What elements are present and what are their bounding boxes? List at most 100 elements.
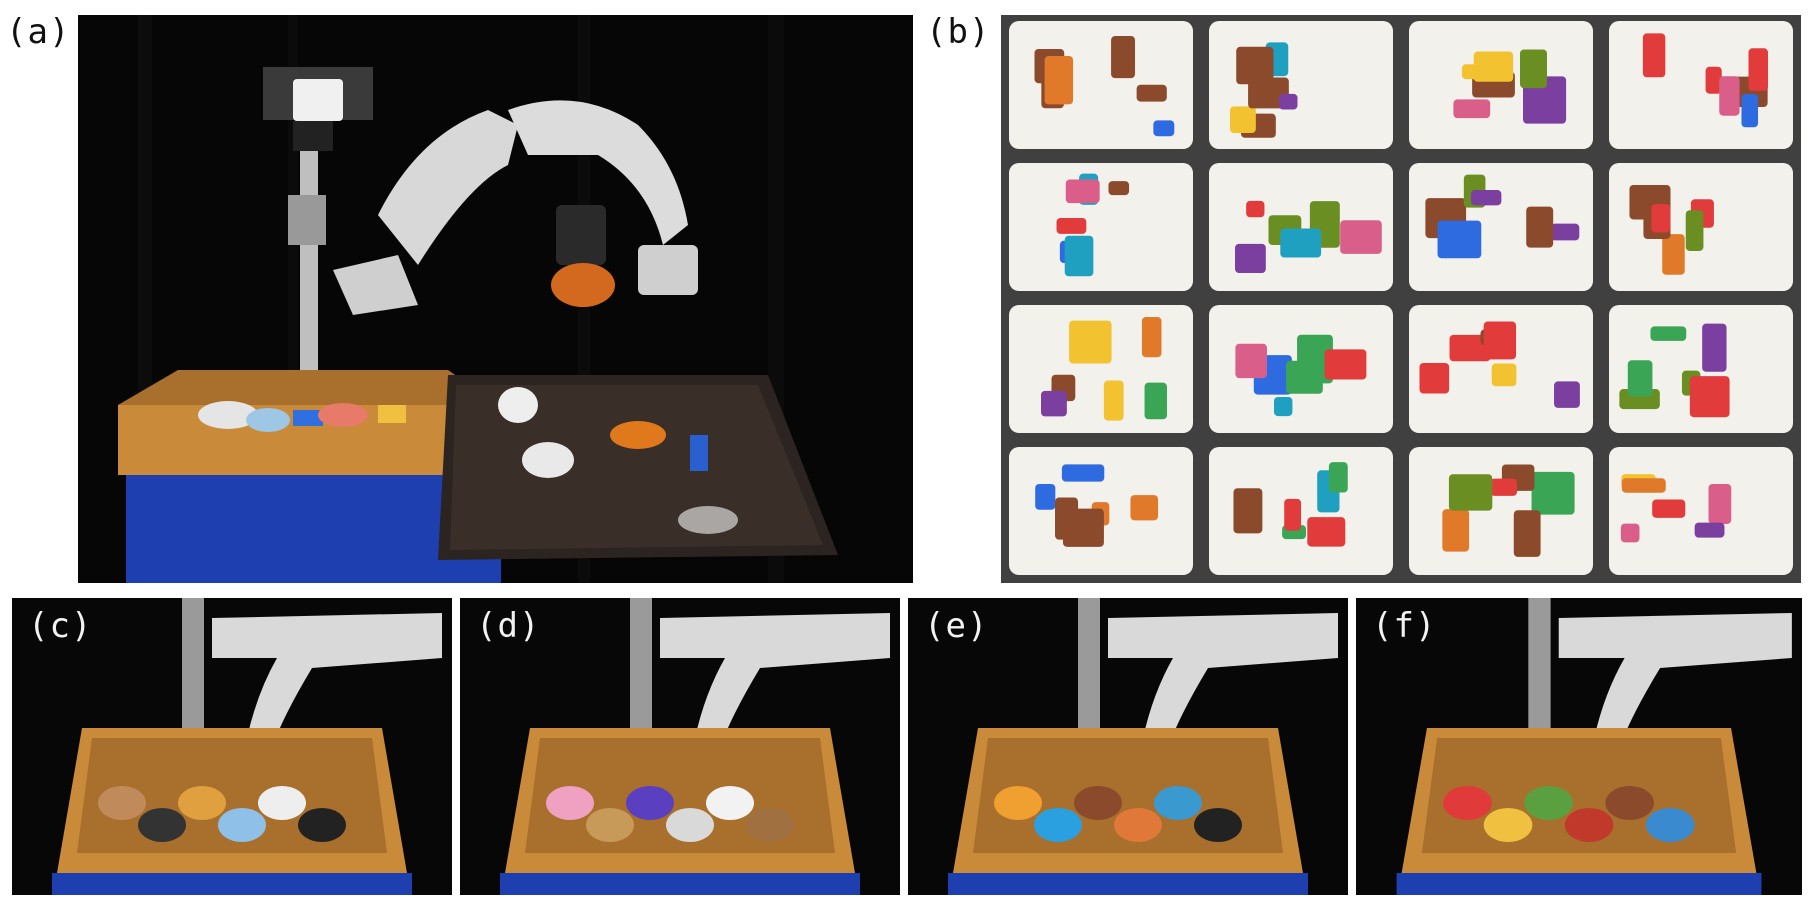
tray-object — [1035, 483, 1056, 510]
panel-label-c: (c) — [28, 606, 93, 646]
tray-object — [1041, 390, 1067, 417]
robot-arm — [660, 613, 890, 748]
object-tray — [1009, 447, 1193, 575]
tray-object — [1069, 320, 1112, 364]
basket-object — [1074, 786, 1122, 820]
tray-object — [1620, 523, 1640, 543]
basket-object — [1564, 808, 1614, 842]
basket-object — [546, 786, 594, 820]
object-tray — [1209, 163, 1393, 291]
tray-object — [1130, 495, 1159, 521]
tray-object — [1061, 464, 1105, 482]
object-tray — [1609, 163, 1793, 291]
tray-object — [1719, 76, 1740, 116]
robot-base-pole — [182, 598, 204, 738]
tray-object — [1064, 235, 1094, 277]
basket-object — [1605, 786, 1655, 820]
tray-object — [1453, 99, 1491, 119]
tray-object — [1554, 381, 1580, 408]
tray-object — [1284, 498, 1302, 531]
object-tray — [1409, 447, 1593, 575]
robot-arm — [1558, 613, 1792, 748]
tray-object — [1111, 36, 1136, 79]
camera-pole — [300, 151, 318, 381]
tray-background — [1409, 163, 1593, 291]
basket-object — [626, 786, 674, 820]
robot-setup-illustration — [78, 15, 913, 583]
tiger-toy-held — [551, 263, 615, 307]
tray-object — [1652, 499, 1686, 518]
tray-object — [1235, 343, 1267, 379]
tray-object — [1324, 349, 1367, 380]
object-tray — [1209, 21, 1393, 149]
panel-b-object-trays-photo — [1001, 15, 1801, 583]
basket-object — [1443, 786, 1492, 820]
tray-object — [1230, 106, 1256, 133]
tray-object — [1280, 228, 1322, 258]
tray-object — [1278, 93, 1298, 110]
tray-object — [1694, 522, 1725, 538]
blue-crate — [126, 470, 501, 583]
object-tray — [1009, 305, 1193, 433]
panel-label-d: (d) — [476, 606, 541, 646]
tray-object — [1153, 120, 1175, 137]
tray-object — [1483, 321, 1517, 360]
tray-object — [1519, 49, 1548, 89]
object-trays-illustration — [1001, 15, 1801, 583]
tray-object — [1491, 363, 1517, 387]
panel-d-picking-scene-photo — [460, 598, 900, 895]
blue-crate — [52, 873, 412, 895]
tray-object — [1705, 66, 1722, 94]
tray-object — [1419, 363, 1450, 394]
tray-object — [1328, 462, 1348, 493]
blue-crate — [500, 873, 860, 895]
robot-arm-right — [508, 100, 688, 245]
tray-object — [1650, 326, 1687, 341]
tray-object — [1642, 33, 1666, 78]
tray-object — [1526, 206, 1554, 248]
tray-object — [1437, 220, 1482, 259]
tray-object — [1513, 510, 1541, 557]
tray-object — [1044, 55, 1074, 105]
tray-object — [1689, 376, 1730, 418]
basket-object — [1483, 808, 1533, 842]
basket-object — [706, 786, 754, 820]
tray-object — [1449, 334, 1491, 362]
robot-arm — [212, 613, 442, 748]
basket-object — [1114, 808, 1162, 842]
robot-base-pole — [630, 598, 652, 738]
picking-scene-illustration — [460, 598, 900, 895]
basket-object — [1645, 808, 1695, 842]
panel-label-b: (b) — [926, 12, 991, 52]
tray-object — [1685, 210, 1704, 251]
blue-crate — [948, 873, 1308, 895]
basket-object — [586, 808, 634, 842]
tray-object — [1108, 181, 1130, 196]
tray-object — [1448, 474, 1493, 511]
tray-object — [1490, 478, 1518, 496]
object-tray — [1409, 163, 1593, 291]
panel-f-picking-scene-photo — [1356, 598, 1802, 895]
object-tray — [1209, 447, 1393, 575]
object-tray — [1609, 447, 1793, 575]
tray-object — [1286, 360, 1323, 394]
object-tray — [1409, 21, 1593, 149]
tray-object — [1627, 360, 1653, 397]
object-tray — [1609, 305, 1793, 433]
tray-object — [1307, 517, 1346, 547]
tray-object — [1461, 64, 1494, 80]
tray-object — [1662, 234, 1685, 275]
basket-object — [994, 786, 1042, 820]
gripper — [556, 205, 606, 265]
basket-object — [258, 786, 306, 820]
panel-label-a: (a) — [6, 12, 71, 52]
object-tray — [1009, 163, 1193, 291]
tray-object — [1235, 243, 1266, 274]
panel-label-e: (e) — [924, 606, 989, 646]
basket-object — [666, 808, 714, 842]
tray-object — [1741, 93, 1759, 128]
panel-c-picking-scene-photo — [12, 598, 452, 895]
tray-object — [1056, 217, 1087, 234]
tray-object — [1621, 478, 1666, 493]
panel-a-robot-setup-photo — [78, 15, 913, 583]
